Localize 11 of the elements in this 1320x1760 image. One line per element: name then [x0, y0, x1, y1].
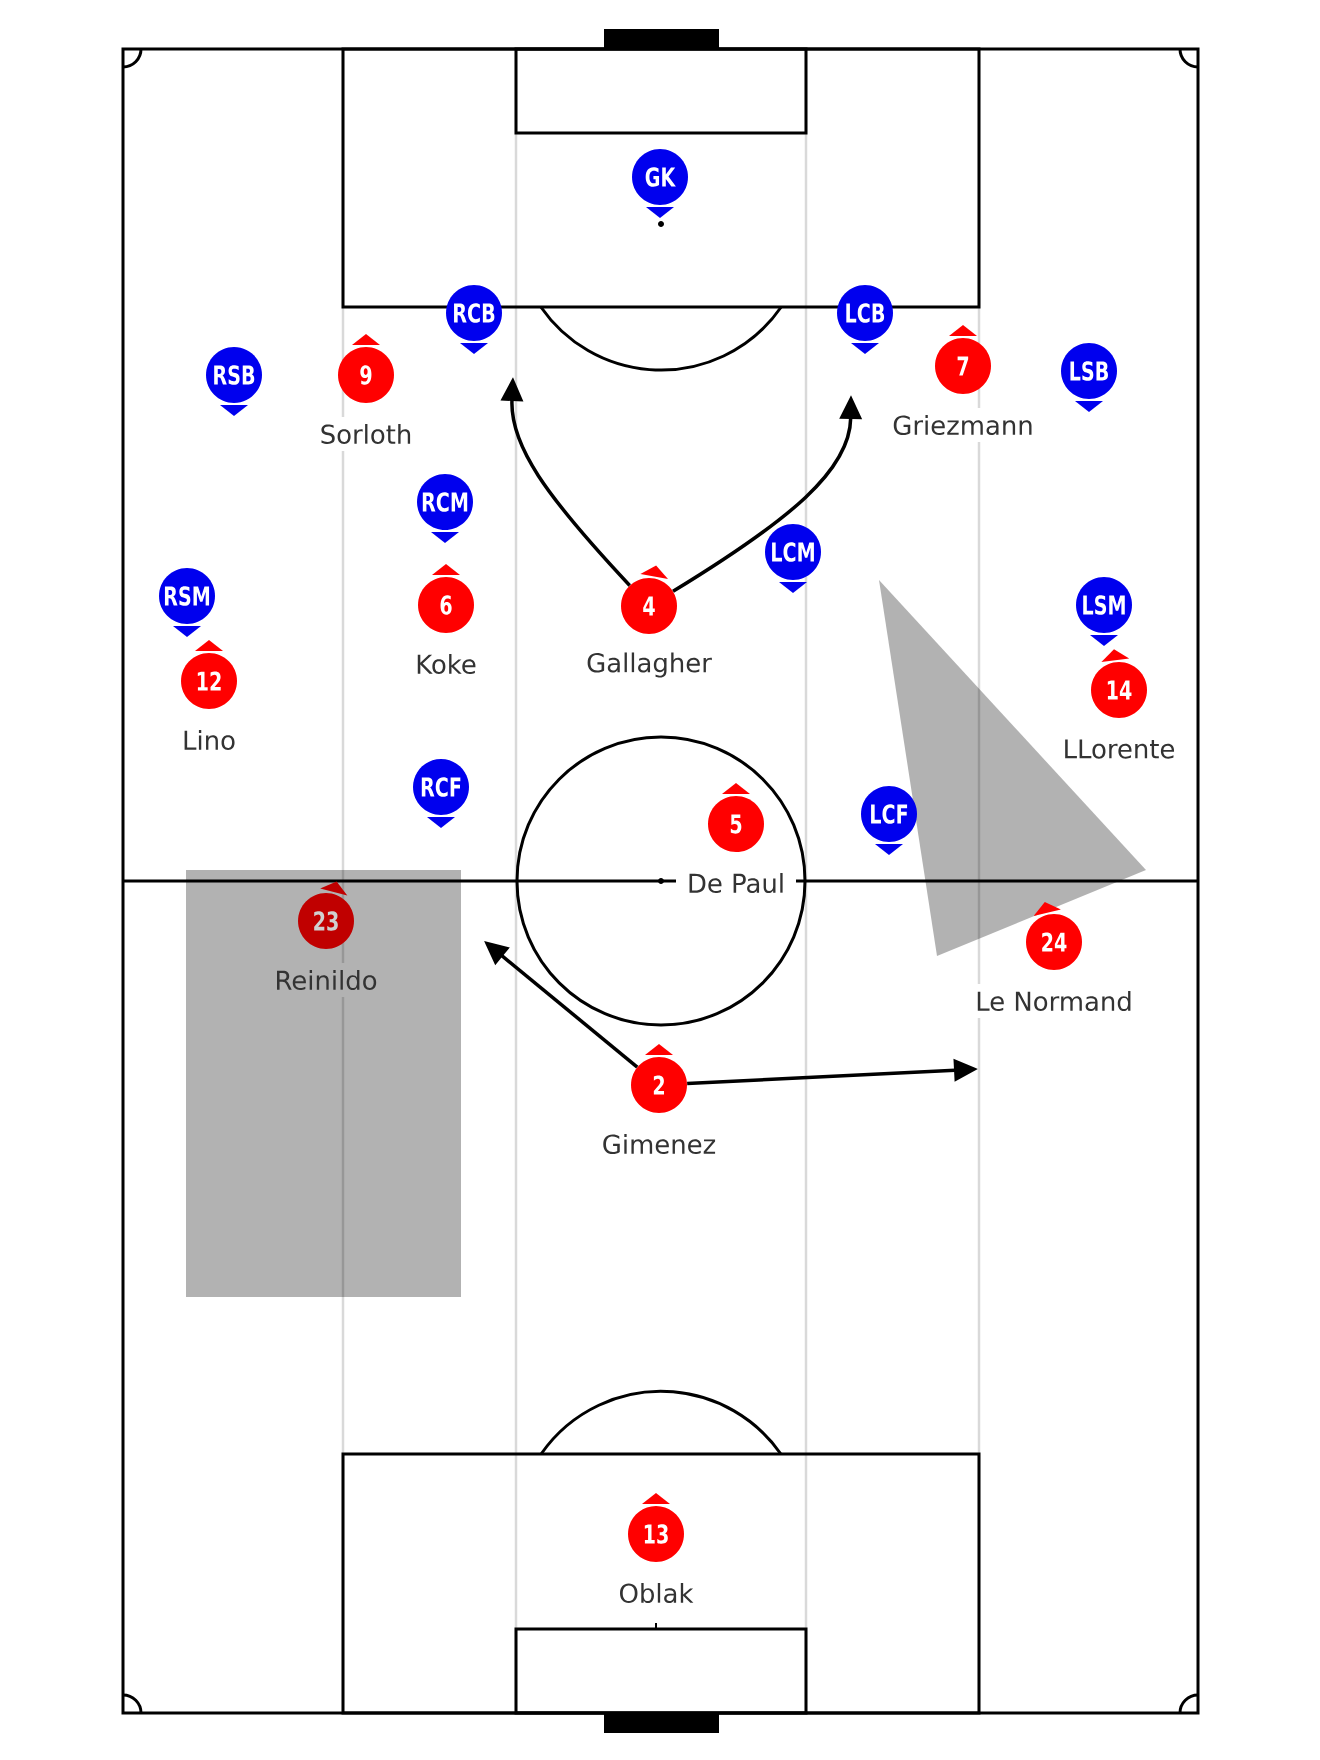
- player-name: Oblak: [620, 1583, 694, 1604]
- player-name: Reinildo: [277, 970, 377, 991]
- player-name: Lino: [184, 730, 235, 751]
- player-name: Koke: [417, 654, 476, 675]
- player-name: De Paul: [689, 873, 783, 894]
- player-name: Gimenez: [603, 1134, 716, 1155]
- player-name: Le Normand: [977, 991, 1131, 1012]
- player-name: Gallagher: [587, 652, 712, 678]
- player-name: Sorloth: [321, 424, 411, 444]
- player-name: LLorente: [1065, 739, 1175, 759]
- player-name: Griezmann: [893, 415, 1032, 435]
